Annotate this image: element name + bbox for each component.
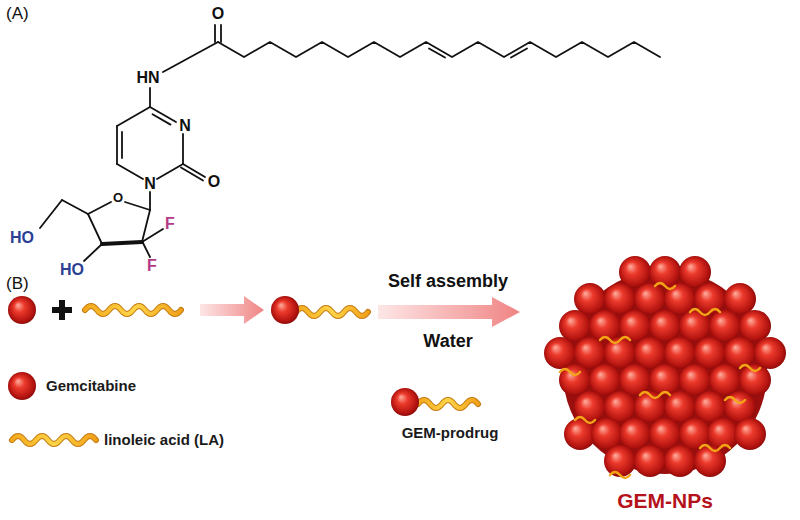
step-label: Self assembly [388,271,508,292]
panel-label: (A) [6,4,29,24]
gemcitabine-sphere [8,296,36,324]
step-label: Water [423,331,472,352]
atom-label: O [113,191,123,206]
plus-sign [52,300,72,320]
atom-label: HN [136,69,159,87]
atom-label: F [165,215,175,233]
legend-label: linoleic acid (LA) [104,431,224,448]
atom-label: F [147,257,157,275]
atom-label: HO [60,261,84,279]
legend-prodrug [391,388,478,416]
legend-chain [12,436,96,444]
nanoparticle [544,256,786,478]
product-label: GEM-NPs [617,489,713,513]
legend-sphere [8,372,36,400]
legend-label: GEM-prodrug [402,424,499,441]
legend-label: Gemcitabine [46,377,136,394]
prodrug-icon [271,296,368,324]
atom-label: HO [10,229,34,247]
atom-label: N [144,175,156,193]
chemical-structure [40,25,660,261]
assembly-arrow [378,297,520,327]
reaction-arrow [200,296,264,324]
linoleic-chain [85,306,181,314]
panel-label: (B) [6,274,29,294]
atom-label: O [208,173,220,191]
atom-label: N [179,117,191,135]
atom-label: O [212,5,224,23]
